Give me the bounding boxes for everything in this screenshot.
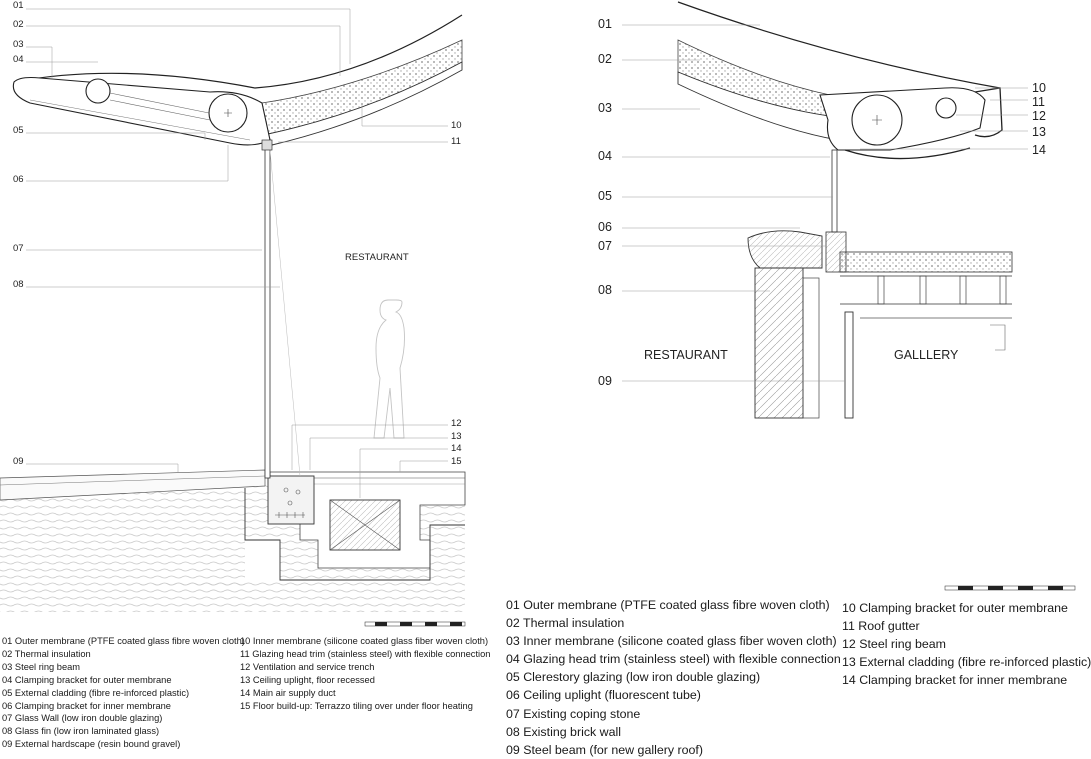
- coping-stone: [747, 230, 823, 269]
- callout: 07: [598, 239, 612, 253]
- callout: 03: [13, 39, 24, 50]
- right-callouts: 01 02 03 04 05 06 07 08 09 10 11 12 13 1…: [598, 17, 1046, 388]
- callout: 05: [598, 189, 612, 203]
- legend-item: 06 Clamping bracket for inner membrane: [2, 700, 171, 711]
- inner-membrane: [267, 61, 463, 146]
- legend-item: 10 Clamping bracket for outer membrane: [842, 601, 1068, 615]
- room-label-restaurant: RESTAURANT: [644, 348, 728, 362]
- outer-membrane: [13, 14, 463, 89]
- scale-bar-right: [944, 585, 1076, 591]
- legend-item: 01 Outer membrane (PTFE coated glass fib…: [2, 636, 245, 646]
- callout: 01: [598, 17, 612, 31]
- legend-item: 09 Steel beam (for new gallery roof): [506, 742, 703, 757]
- left-legend-col1: 01 Outer membrane (PTFE coated glass fib…: [2, 635, 245, 751]
- callout: 10: [451, 120, 462, 131]
- service-trench: [267, 475, 315, 525]
- callout: 06: [13, 174, 24, 185]
- callout: 02: [598, 52, 612, 66]
- right-legend-col1: 01 Outer membrane (PTFE coated glass fib…: [506, 596, 841, 759]
- callout: 12: [451, 418, 462, 429]
- legend-item: 02 Thermal insulation: [506, 616, 625, 631]
- legend-item: 07 Glass Wall (low iron double glazing): [2, 713, 163, 724]
- person-silhouette: [373, 299, 405, 439]
- callout: 08: [13, 279, 24, 290]
- gallery-roof: [839, 251, 1013, 273]
- callout: 12: [1032, 109, 1046, 123]
- section-drawing: 01 02 03 04 05 06 07 08 09 10 11 12 13 1…: [0, 0, 1076, 627]
- callout: 04: [598, 149, 612, 163]
- legend-item: 05 Clerestory glazing (low iron double g…: [506, 670, 761, 685]
- left-callouts: 01 02 03 04 05 06 07 08 09 10 11 12 13 1…: [13, 0, 462, 467]
- brick-wall: [754, 267, 804, 419]
- legend-item: 13 Ceiling uplight, floor recessed: [240, 674, 375, 685]
- callout: 11: [451, 136, 461, 147]
- glass-wall: [264, 147, 271, 479]
- steel-beam: [844, 311, 854, 419]
- legend-item: 03 Inner membrane (silicone coated glass…: [506, 634, 837, 649]
- legend-item: 09 External hardscape (resin bound grave…: [2, 739, 181, 750]
- legend-item: 12 Ventilation and service trench: [240, 661, 375, 672]
- callout: 15: [451, 456, 462, 467]
- legend-item: 14 Main air supply duct: [240, 687, 336, 698]
- room-label-gallery: GALLLERY: [894, 348, 959, 362]
- callout: 03: [598, 101, 612, 115]
- callout: 01: [13, 0, 24, 11]
- legend-item: 11 Glazing head trim (stainless steel) w…: [240, 648, 491, 659]
- legend-item: 10 Inner membrane (silicone coated glass…: [240, 636, 489, 646]
- legend-item: 03 Steel ring beam: [2, 661, 81, 672]
- legend-item: 04 Glazing head trim (stainless steel) w…: [506, 652, 841, 667]
- legend-item: 12 Steel ring beam: [842, 637, 947, 652]
- callout: 13: [451, 431, 462, 442]
- callout: 04: [13, 54, 24, 65]
- callout: 08: [598, 283, 612, 297]
- callout: 09: [598, 374, 612, 388]
- eave-profile: [12, 76, 271, 146]
- callout: 07: [13, 243, 24, 254]
- callout: 06: [598, 220, 612, 234]
- clerestory-glazing: [831, 149, 838, 233]
- legend-item: 13 External cladding (fibre re-inforced …: [842, 655, 1091, 670]
- ring-beam-small: [85, 78, 111, 104]
- right-legend-col2: 10 Clamping bracket for outer membrane 1…: [842, 599, 1091, 689]
- legend-item: 05 External cladding (fibre re-inforced …: [2, 687, 190, 698]
- callout: 13: [1032, 125, 1046, 139]
- legend-item: 11 Roof gutter: [842, 619, 920, 634]
- legend-item: 04 Clamping bracket for outer membrane: [2, 674, 172, 685]
- legend-item: 15 Floor build-up: Terrazzo tiling over …: [240, 700, 473, 711]
- callout: 11: [1032, 95, 1045, 109]
- legend-item: 06 Ceiling uplight (fluorescent tube): [506, 688, 701, 703]
- right-section: 01 02 03 04 05 06 07 08 09 10 11 12 13 1…: [598, 1, 1076, 591]
- left-legend-col2: 10 Inner membrane (silicone coated glass…: [240, 635, 490, 712]
- legend-item: 01 Outer membrane (PTFE coated glass fib…: [506, 598, 830, 612]
- legend-item: 08 Existing brick wall: [506, 724, 622, 739]
- callout: 02: [13, 19, 24, 30]
- legend-item: 14 Clamping bracket for inner membrane: [842, 673, 1068, 688]
- scale-bar-left: [364, 621, 466, 627]
- legend-item: 07 Existing coping stone: [506, 706, 641, 721]
- ring-beam-small: [935, 97, 957, 119]
- roof-gutter: [974, 87, 1003, 138]
- earth-lower: [0, 525, 465, 612]
- outer-membrane: [677, 1, 1001, 89]
- callout: 09: [13, 456, 24, 467]
- callout: 14: [451, 443, 462, 454]
- external-hardscape: [0, 469, 266, 501]
- legend-item: 02 Thermal insulation: [2, 648, 91, 659]
- callout: 10: [1032, 81, 1046, 95]
- room-label-restaurant: RESTAURANT: [345, 252, 409, 263]
- legend-item: 08 Glass fin (low iron laminated glass): [2, 726, 160, 737]
- left-section: 01 02 03 04 05 06 07 08 09 10 11 12 13 1…: [0, 0, 466, 627]
- callout: 14: [1032, 143, 1046, 157]
- callout: 05: [13, 125, 24, 136]
